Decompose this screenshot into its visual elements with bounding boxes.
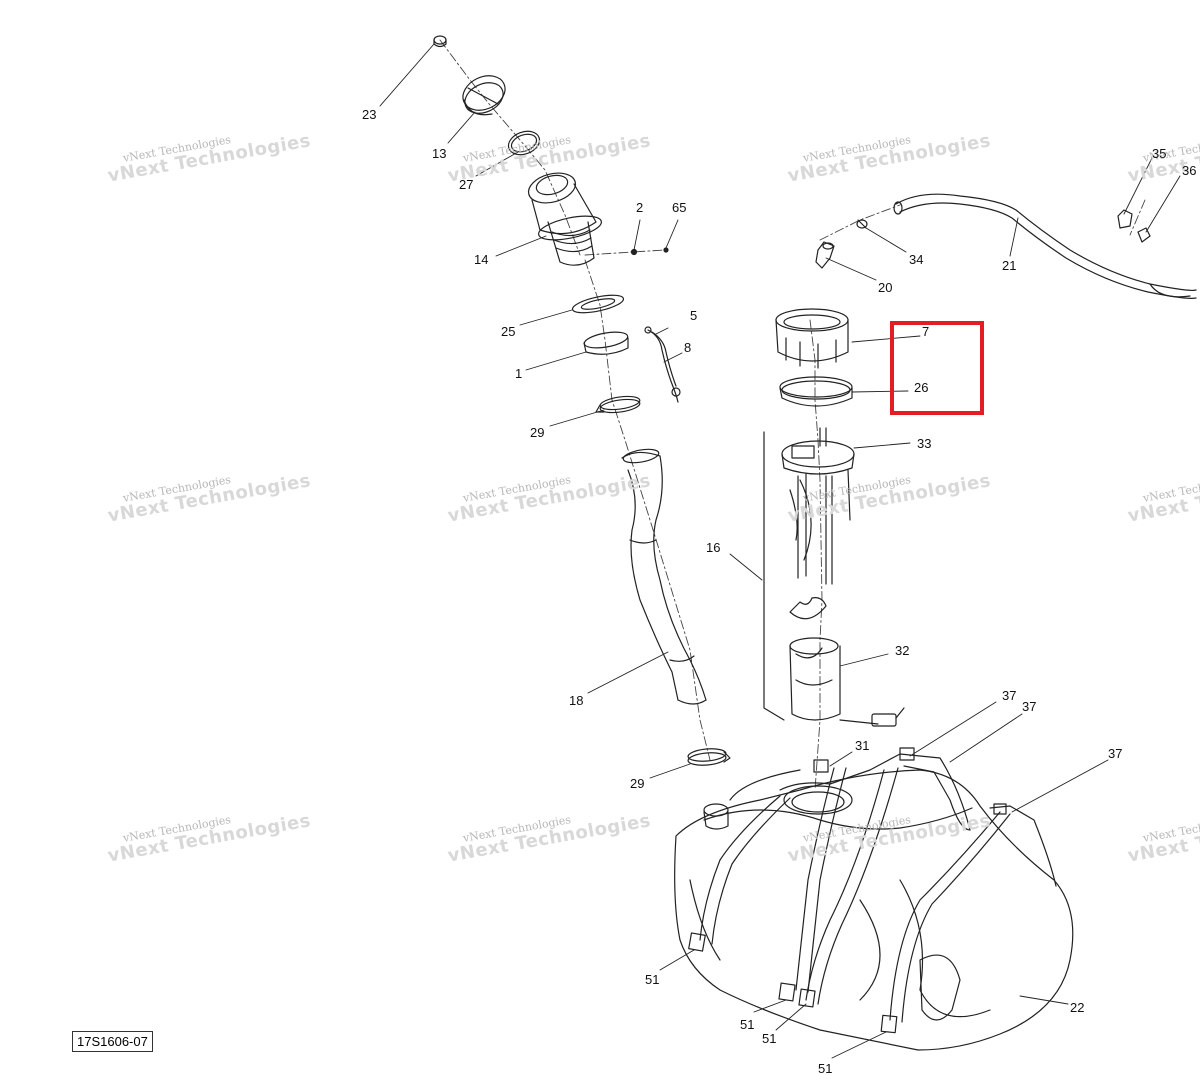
part-32-pump-body [789, 637, 905, 727]
part-16-bracket-line [763, 431, 785, 721]
callout-37[interactable]: 37 [1022, 699, 1037, 714]
callout-1[interactable]: 1 [515, 366, 523, 381]
part-35-36-vent-fittings [1117, 209, 1151, 243]
part-20-elbow-fitting [815, 241, 835, 269]
callout-21[interactable]: 21 [1002, 258, 1017, 273]
callout-27[interactable]: 27 [459, 177, 474, 192]
callout-51[interactable]: 51 [740, 1017, 755, 1032]
callout-5[interactable]: 5 [690, 308, 698, 323]
part-23-cap [433, 35, 447, 48]
part-26-seal-ring [779, 376, 853, 407]
part-27-o-ring [507, 130, 541, 156]
part-29-clamp-lower [687, 748, 731, 766]
callout-36[interactable]: 36 [1182, 163, 1197, 178]
callout-16[interactable]: 16 [706, 540, 721, 555]
callout-37[interactable]: 37 [1108, 746, 1123, 761]
callout-20[interactable]: 20 [878, 280, 893, 295]
callout-8[interactable]: 8 [684, 340, 692, 355]
callout-29[interactable]: 29 [630, 776, 645, 791]
callout-51[interactable]: 51 [762, 1031, 777, 1046]
part-22-fuel-tank [674, 769, 1074, 1051]
part-14-filler-neck [527, 172, 602, 266]
highlight-box [890, 321, 984, 415]
callout-65[interactable]: 65 [672, 200, 687, 215]
callout-25[interactable]: 25 [501, 324, 516, 339]
callout-51[interactable]: 51 [645, 972, 660, 987]
callout-32[interactable]: 32 [895, 643, 910, 658]
callout-7[interactable]: 7 [922, 324, 930, 339]
assembly-axes [439, 39, 1146, 791]
part-13-filler-cap [462, 75, 506, 116]
callout-26[interactable]: 26 [914, 380, 929, 395]
callout-18[interactable]: 18 [569, 693, 584, 708]
callout-13[interactable]: 13 [432, 146, 447, 161]
callout-34[interactable]: 34 [909, 252, 924, 267]
part-21-vent-hose [893, 193, 1197, 299]
callout-31[interactable]: 31 [855, 738, 870, 753]
callout-23[interactable]: 23 [362, 107, 377, 122]
part-7-lock-ring [775, 308, 849, 369]
callout-33[interactable]: 33 [917, 436, 932, 451]
part-34-clip [856, 219, 868, 229]
part-5-8-tether [644, 326, 681, 403]
callout-51[interactable]: 51 [818, 1061, 833, 1075]
part-29-clamp-upper [595, 395, 641, 414]
part-25-washer [571, 294, 625, 314]
part-18-filler-hose [621, 448, 707, 705]
callout-14[interactable]: 14 [474, 252, 489, 267]
part-33-pump-module-top [781, 427, 855, 585]
callout-2[interactable]: 2 [636, 200, 644, 215]
callout-29[interactable]: 29 [530, 425, 545, 440]
filter-saddle [789, 597, 827, 620]
callout-35[interactable]: 35 [1152, 146, 1167, 161]
callout-37[interactable]: 37 [1002, 688, 1017, 703]
part-51-strap-buckles [688, 747, 1007, 1034]
part-37-straps [699, 753, 1057, 1023]
leader-lines [379, 43, 1181, 1059]
callout-22[interactable]: 22 [1070, 1000, 1085, 1015]
drawing-code-label: 17S1606-07 [72, 1031, 153, 1052]
